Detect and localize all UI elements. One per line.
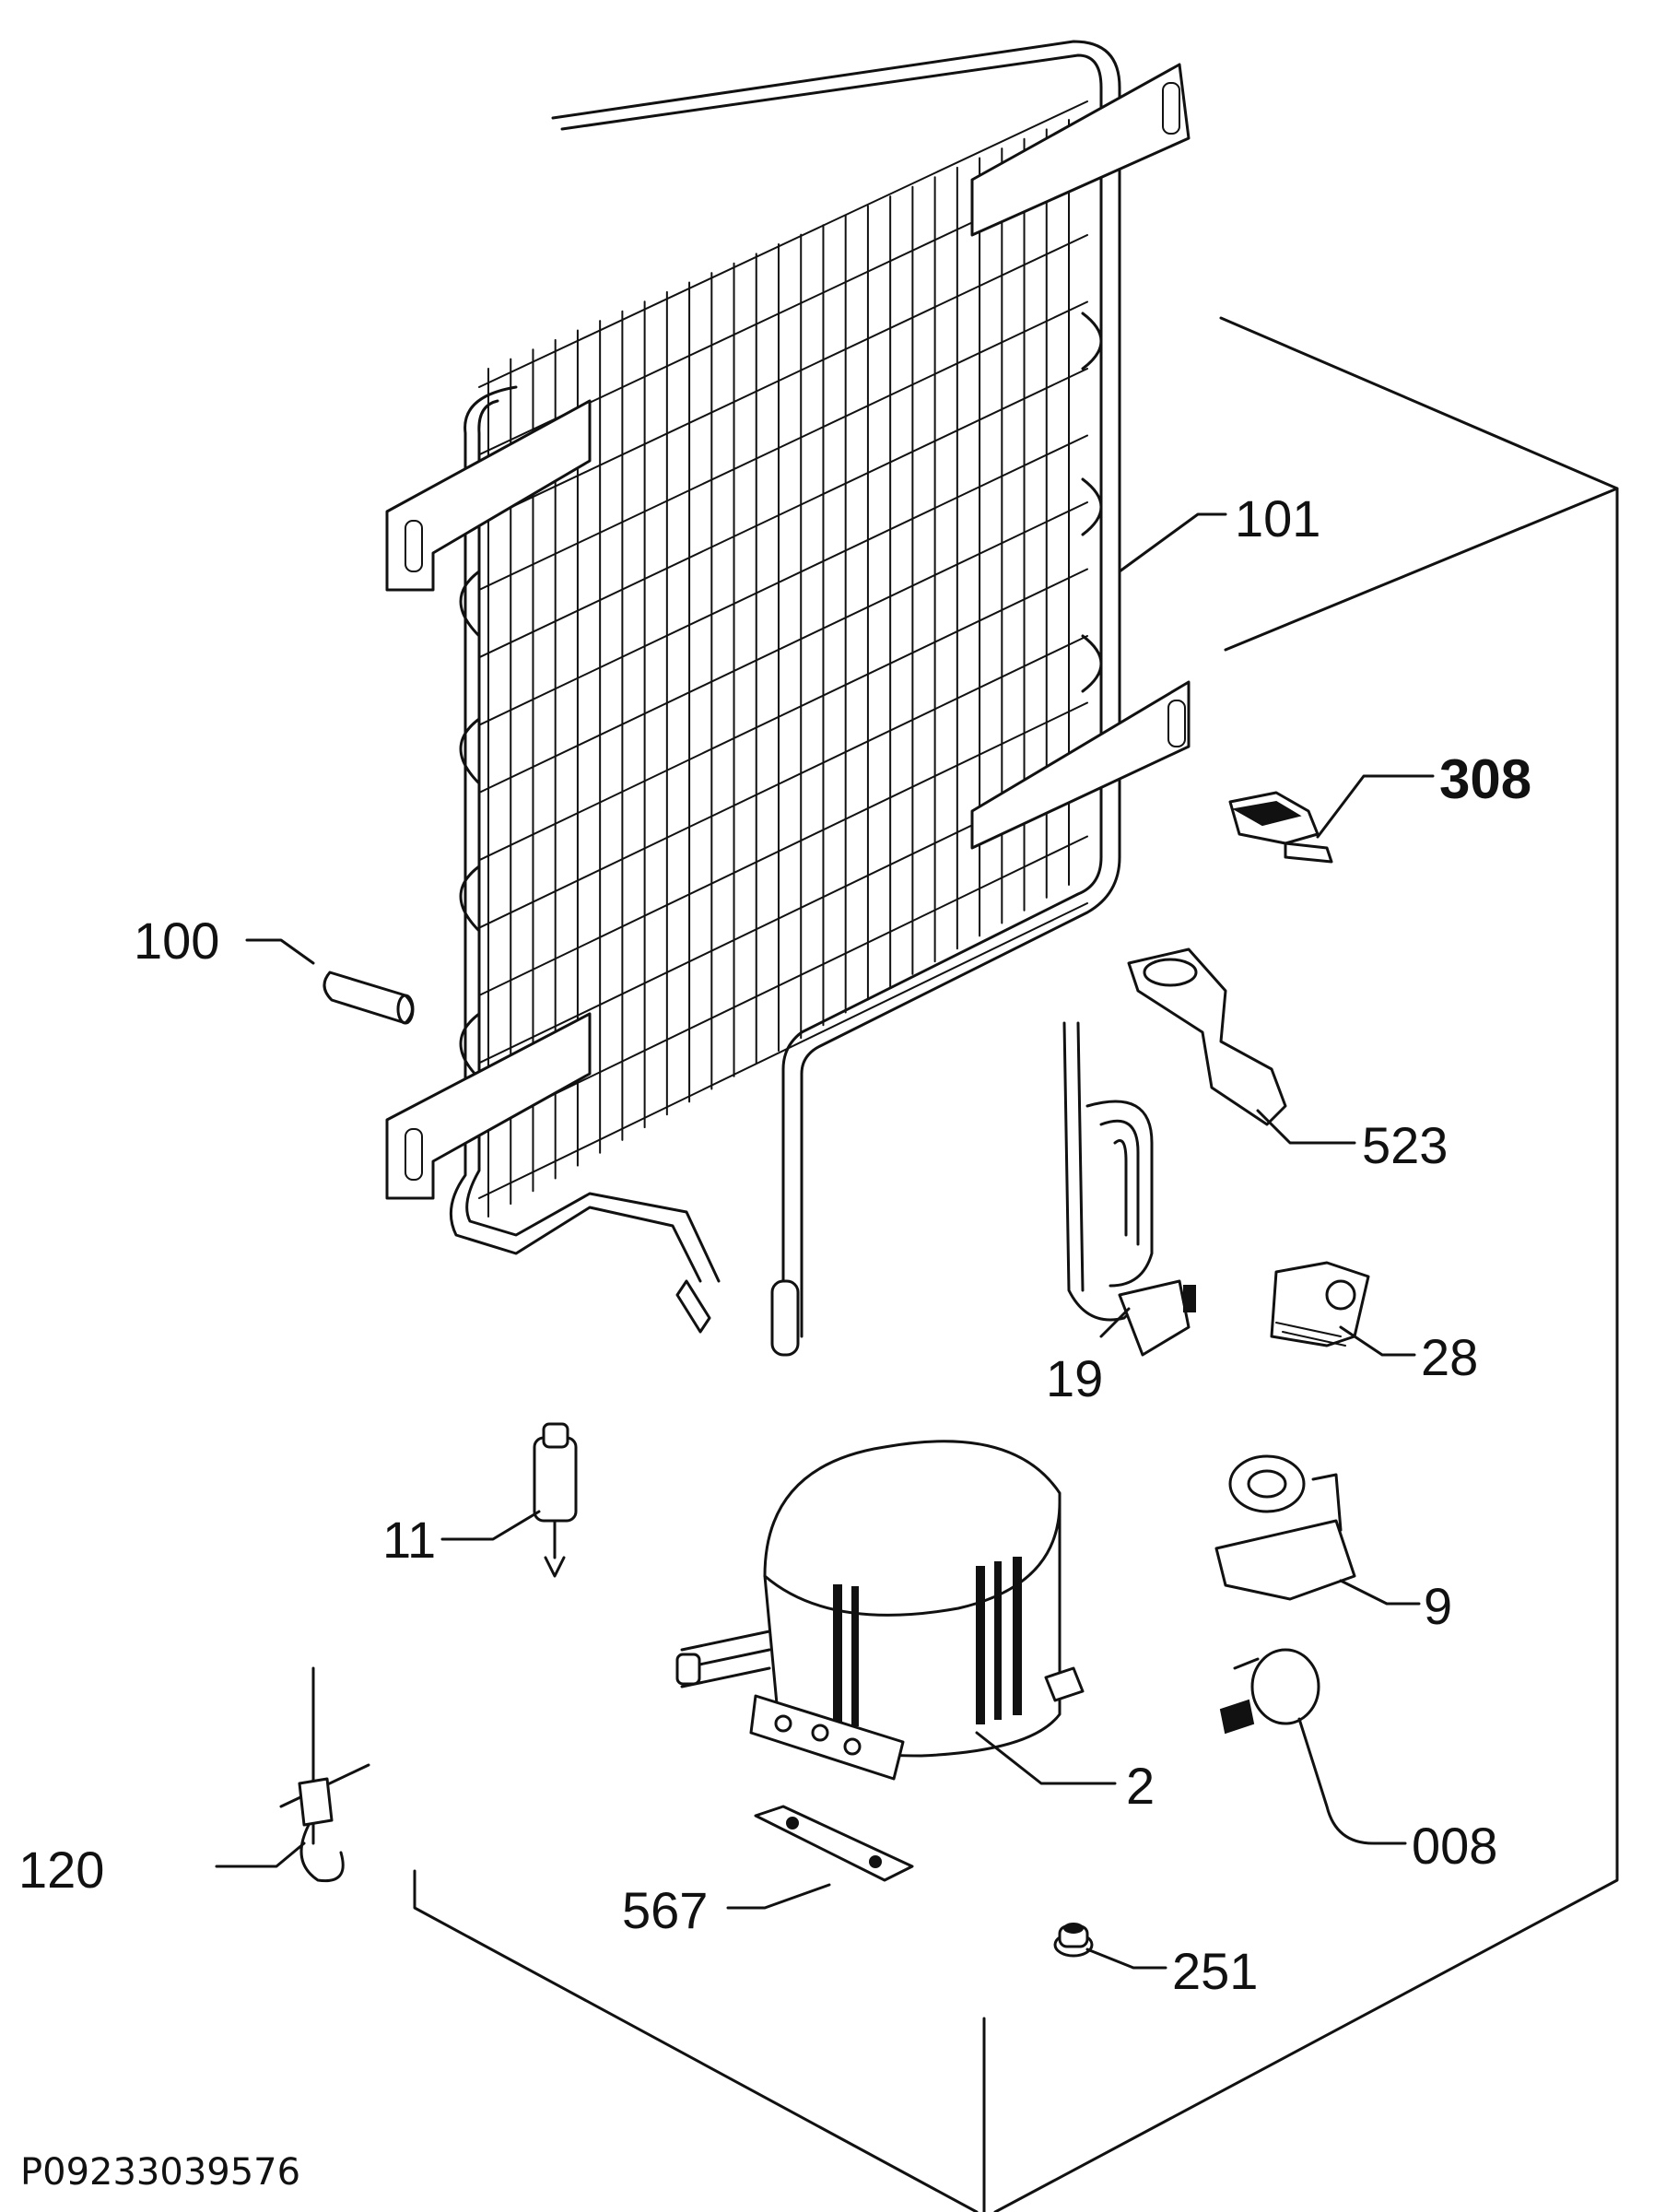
part-11 [533, 1422, 578, 1578]
label-100: 100 [134, 912, 219, 970]
part-008 [1219, 1648, 1320, 1735]
label-101: 101 [1235, 489, 1320, 547]
part-9 [1214, 1454, 1356, 1601]
label-008: 008 [1412, 1817, 1497, 1875]
part-labels: 101 308 100 523 28 19 11 9 2 008 120 567… [18, 489, 1531, 2000]
part-100 [323, 971, 415, 1025]
part-523 [1127, 947, 1287, 1126]
condenser-tube [478, 234, 1088, 524]
label-567: 567 [622, 1881, 708, 1939]
part-2 [675, 1440, 1085, 1781]
label-28: 28 [1421, 1328, 1478, 1386]
part-19 [1062, 1021, 1196, 1357]
condenser-tube [478, 902, 1088, 1199]
condenser-tube [478, 368, 1088, 659]
condenser-tube [478, 635, 1088, 929]
condenser-tube [478, 701, 1088, 996]
condenser-tube [478, 835, 1088, 1132]
condenser-part [385, 40, 1191, 1357]
label-120: 120 [18, 1841, 104, 1899]
label-11: 11 [382, 1511, 436, 1569]
condenser-tube [478, 100, 1088, 388]
label-2: 2 [1126, 1757, 1155, 1815]
label-523: 523 [1362, 1116, 1448, 1174]
label-9: 9 [1424, 1577, 1452, 1635]
cabinet-outline [413, 316, 1619, 2212]
part-567 [754, 1805, 914, 1882]
document-code: P09233039576 [20, 2151, 300, 2194]
condenser-tube [478, 501, 1088, 794]
leader-lines [215, 512, 1435, 1970]
condenser-tube [478, 300, 1088, 591]
part-120 [279, 1666, 370, 1883]
label-251: 251 [1172, 1942, 1258, 2000]
label-308: 308 [1439, 748, 1531, 810]
part-251 [1053, 1923, 1094, 1958]
label-19: 19 [1046, 1349, 1103, 1407]
condenser-tube [478, 434, 1088, 726]
condenser-tube [478, 568, 1088, 862]
part-28 [1270, 1261, 1370, 1347]
part-308 [1228, 791, 1333, 864]
